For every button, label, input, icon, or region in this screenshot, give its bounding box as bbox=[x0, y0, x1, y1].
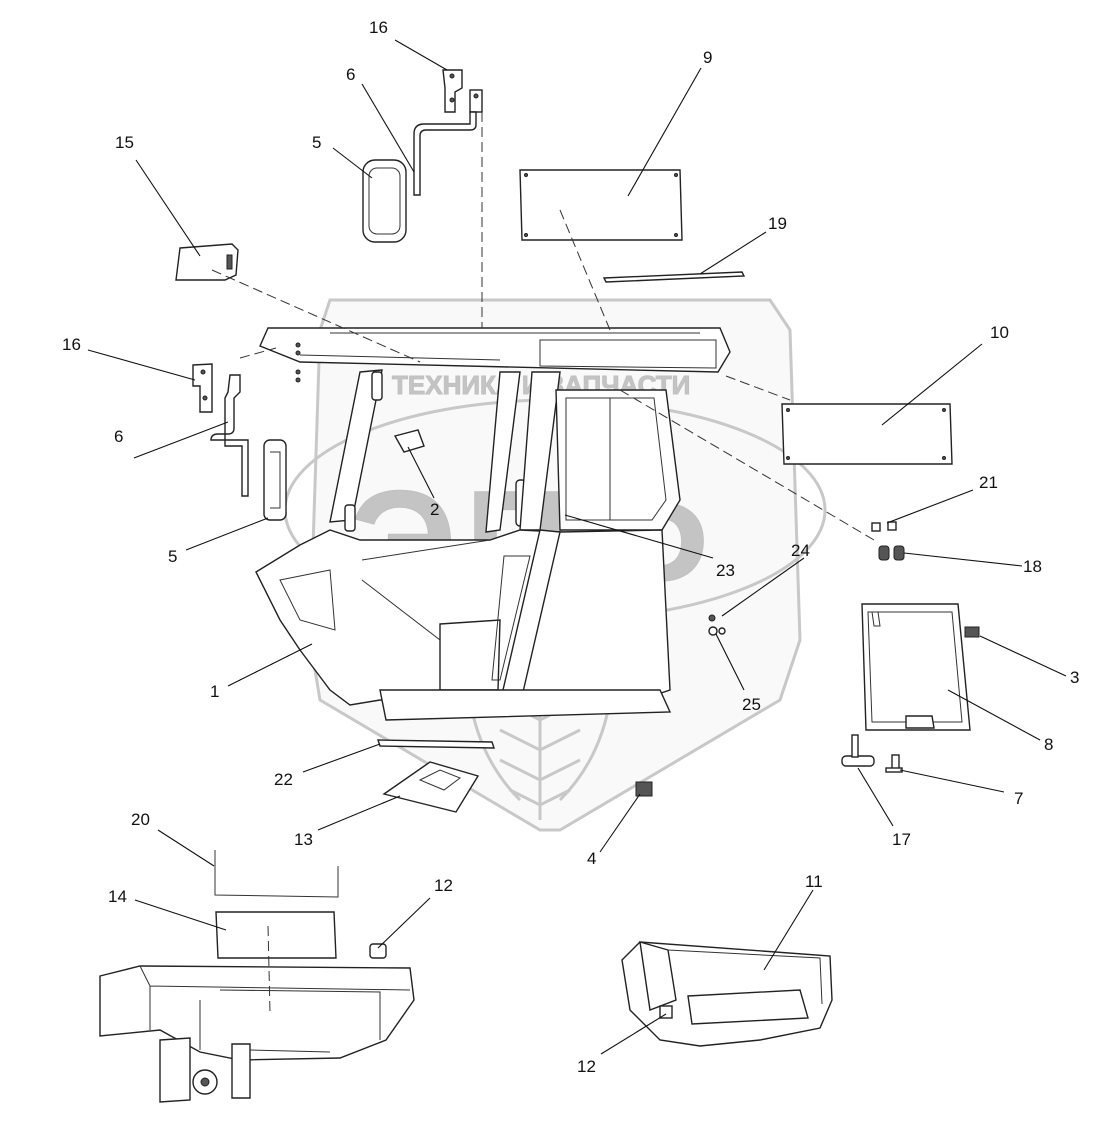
callout-7: 7 bbox=[1014, 789, 1023, 808]
part-17-hinge-pin bbox=[841, 734, 875, 767]
part-2-door-handle bbox=[393, 429, 425, 453]
callout-16-top: 16 bbox=[369, 18, 388, 37]
part-15-visor bbox=[175, 243, 239, 281]
callout-25: 25 bbox=[742, 695, 761, 714]
part-9-roof-panel bbox=[519, 169, 683, 241]
callout-2: 2 bbox=[430, 500, 439, 519]
callout-12-left: 12 bbox=[434, 876, 453, 895]
part-6-left-rod bbox=[210, 374, 249, 497]
callout-21: 21 bbox=[979, 473, 998, 492]
callout-12-right: 12 bbox=[577, 1057, 596, 1076]
part-6-top-rod bbox=[413, 111, 477, 196]
callout-6-top: 6 bbox=[346, 65, 355, 84]
callout-17: 17 bbox=[892, 830, 911, 849]
callout-15: 15 bbox=[115, 133, 134, 152]
part-18-latch bbox=[878, 545, 905, 561]
callout-5-left: 5 bbox=[168, 547, 177, 566]
part-13-floor-plate bbox=[382, 761, 480, 813]
part-3-plate bbox=[964, 626, 980, 638]
part-24-nut bbox=[708, 614, 716, 622]
part-22-sill bbox=[377, 739, 495, 749]
part-16-left-bracket bbox=[192, 342, 301, 413]
part-5-left-mirror bbox=[263, 439, 287, 521]
part-14-panel bbox=[215, 911, 337, 959]
callout-5-top: 5 bbox=[312, 133, 321, 152]
part-4-plate bbox=[635, 781, 653, 797]
callout-4: 4 bbox=[587, 849, 596, 868]
part-1-cab-frame bbox=[255, 327, 731, 721]
callout-19: 19 bbox=[768, 214, 787, 233]
callout-9: 9 bbox=[703, 48, 712, 67]
callout-13: 13 bbox=[294, 830, 313, 849]
part-20-bracket bbox=[214, 850, 339, 898]
callout-14: 14 bbox=[108, 887, 127, 906]
callout-6-left: 6 bbox=[114, 427, 123, 446]
callout-3: 3 bbox=[1070, 668, 1079, 687]
part-7-bolt bbox=[885, 754, 903, 773]
callout-8: 8 bbox=[1044, 735, 1053, 754]
part-16-top-bracket bbox=[442, 69, 483, 113]
callout-23: 23 bbox=[716, 561, 735, 580]
callout-1: 1 bbox=[210, 682, 219, 701]
callout-20: 20 bbox=[131, 810, 150, 829]
part-10-rear-panel bbox=[781, 403, 953, 465]
leader-lines bbox=[87, 39, 1067, 1055]
callout-18: 18 bbox=[1023, 557, 1042, 576]
lower-left-assembly bbox=[99, 965, 415, 1103]
part-11-console bbox=[621, 941, 833, 1047]
callout-22: 22 bbox=[274, 770, 293, 789]
part-19-seal-strip bbox=[602, 271, 746, 283]
callout-16-left: 16 bbox=[62, 335, 81, 354]
callout-10: 10 bbox=[990, 323, 1009, 342]
part-21-clip bbox=[871, 521, 897, 532]
callout-24: 24 bbox=[791, 541, 810, 560]
part-5-top-mirror bbox=[362, 159, 407, 243]
part-25-washer bbox=[708, 626, 718, 636]
part-12-left-clip bbox=[369, 943, 387, 959]
assembly-lines bbox=[211, 112, 875, 1013]
callout-11: 11 bbox=[805, 872, 823, 891]
callouts: 16 6 5 15 9 19 10 16 6 5 2 21 24 18 23 2… bbox=[62, 18, 1079, 1076]
part-8-door-panel bbox=[861, 603, 971, 731]
